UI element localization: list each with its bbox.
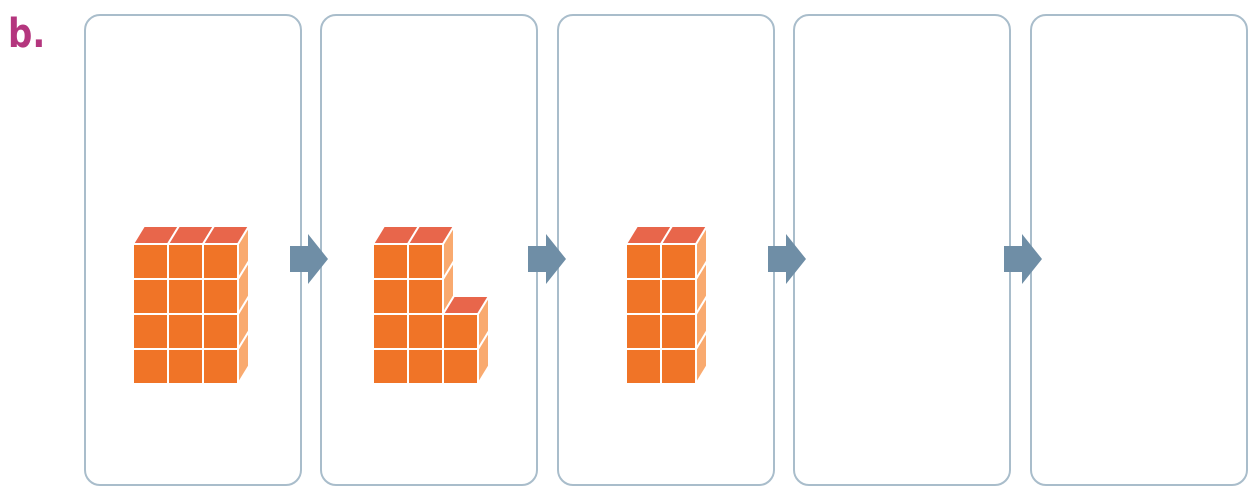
cube-front-face xyxy=(626,244,661,279)
cube-front-face xyxy=(133,349,168,384)
cube-front-face xyxy=(661,279,696,314)
cube-front-face xyxy=(661,349,696,384)
cube-front-face xyxy=(133,314,168,349)
cube-front-face xyxy=(168,349,203,384)
cube-front-face xyxy=(408,244,443,279)
cube-front-face xyxy=(133,279,168,314)
cube-front-face xyxy=(133,244,168,279)
cube-front-face xyxy=(443,349,478,384)
cube-front-face xyxy=(203,279,238,314)
cube-front-face xyxy=(373,349,408,384)
cube-front-face xyxy=(626,314,661,349)
cube-front-face xyxy=(168,279,203,314)
cube-front-face xyxy=(408,314,443,349)
cube-front-face xyxy=(373,279,408,314)
cube-front-face xyxy=(408,279,443,314)
cube-front-face xyxy=(661,314,696,349)
cube-front-face xyxy=(203,314,238,349)
cube-front-face xyxy=(168,244,203,279)
cube-front-face xyxy=(203,349,238,384)
cube-front-face xyxy=(203,244,238,279)
cube-front-face xyxy=(626,349,661,384)
cube-front-face xyxy=(626,279,661,314)
cube-front-face xyxy=(373,314,408,349)
cube-front-face xyxy=(443,314,478,349)
cube-front-face xyxy=(661,244,696,279)
cube-front-face xyxy=(373,244,408,279)
cube-front-face xyxy=(408,349,443,384)
cube-front-face xyxy=(168,314,203,349)
